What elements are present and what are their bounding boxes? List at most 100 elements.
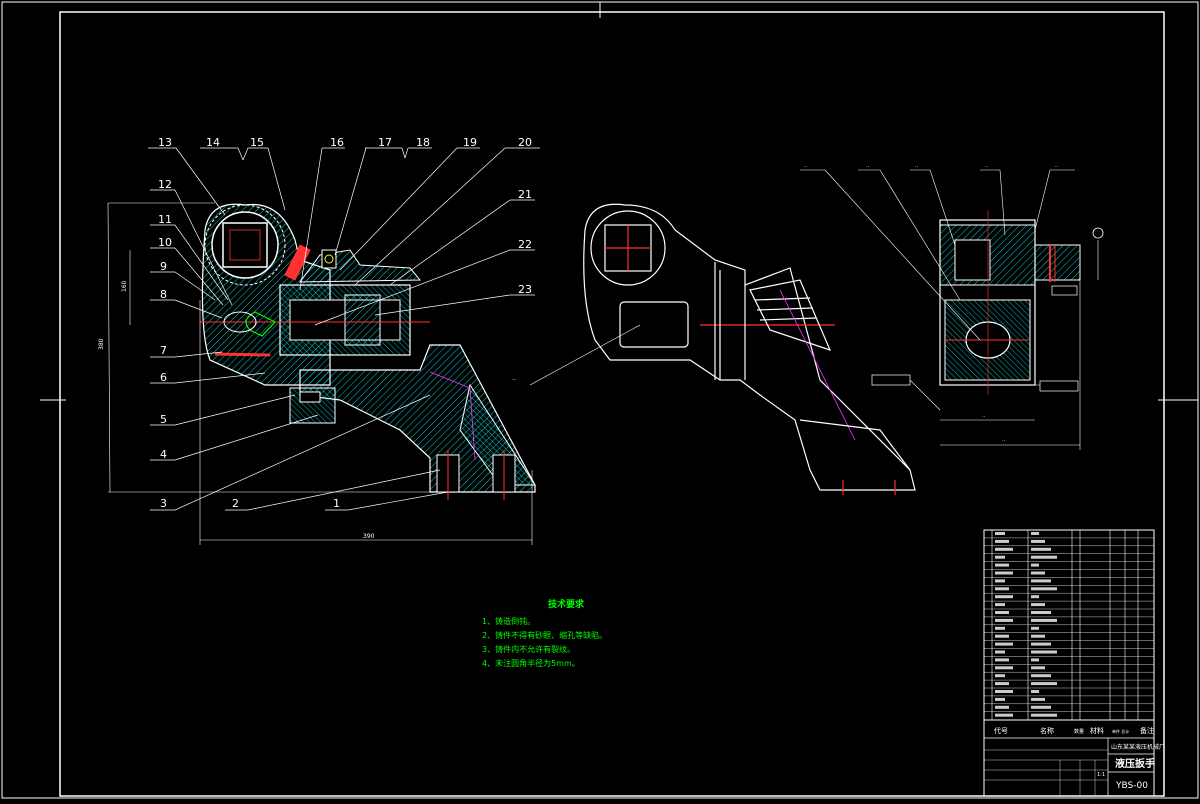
parts-row-code: [995, 674, 1005, 678]
parts-row-code: [995, 595, 1013, 599]
parts-row-code: [995, 634, 1009, 638]
balloon-left-8: 4: [160, 448, 167, 461]
svg-text:··: ··: [804, 164, 808, 170]
parts-row-name: [1031, 642, 1051, 646]
svg-text:··: ··: [915, 164, 919, 170]
side-leader-lines: [800, 169, 1075, 341]
header-name: 名称: [1040, 726, 1054, 735]
parts-row-code: [995, 547, 1013, 551]
parts-row-name: [1031, 658, 1039, 662]
exterior-view: [529, 203, 916, 495]
balloon-top-6: 19: [463, 136, 477, 149]
balloon-left-0: 12: [158, 178, 172, 191]
parts-row-name: [1031, 563, 1039, 567]
parts-row-name: [1031, 634, 1045, 638]
side-balloon-labels: ······ ····: [804, 164, 1059, 170]
parts-row-code: [995, 563, 1009, 567]
notes-title: 技术要求: [548, 598, 585, 610]
company-name: 山东某某液压机械厂: [1111, 743, 1165, 751]
balloon-left-3: 9: [160, 260, 167, 273]
header-note: 备注: [1140, 726, 1154, 735]
svg-text:··: ··: [1002, 438, 1006, 444]
balloon-bottom-2: 1: [333, 497, 340, 510]
balloon-left-7: 5: [160, 413, 167, 426]
parts-row-code: [995, 626, 1005, 630]
exterior-plate-text: ···: [636, 324, 641, 330]
parts-row-code: [995, 539, 1009, 543]
parts-row-name: [1031, 587, 1057, 591]
balloon-top-0: 13: [158, 136, 172, 149]
technical-notes: 技术要求 1、铸造倒钝。 2、铸件不得有砂眼、缩孔等缺陷。 3、铸件内不允许有裂…: [482, 598, 607, 668]
svg-text:380: 380: [98, 338, 105, 350]
drawing-name: 液压扳手: [1115, 757, 1155, 770]
parts-row-code: [995, 713, 1013, 717]
svg-text:··: ··: [982, 414, 986, 420]
parts-row-code: [995, 555, 1005, 559]
parts-row-code: [995, 587, 1009, 591]
parts-row-code: [995, 642, 1013, 646]
svg-text:390: 390: [363, 533, 375, 540]
balloon-top-1: 14: [206, 136, 220, 149]
title-block: 代号 名称 数量 材料 单件 总计 备注 山东某某液压机械厂 液压扳手 YBS-…: [983, 719, 1165, 797]
parts-row-code: [995, 666, 1013, 670]
parts-row-name: [1031, 532, 1039, 535]
parts-row-name: [1031, 705, 1051, 709]
parts-list: [983, 529, 1155, 721]
svg-text:··: ··: [866, 164, 870, 170]
parts-row-name: [1031, 547, 1051, 551]
note-item: 2、铸件不得有砂眼、缩孔等缺陷。: [482, 630, 607, 640]
parts-row-code: [995, 532, 1005, 535]
balloon-right-1: 22: [518, 238, 532, 251]
parts-row-name: [1031, 626, 1039, 630]
parts-row-code: [995, 705, 1009, 709]
parts-row-name: [1031, 713, 1057, 717]
parts-row-name: [1031, 666, 1045, 670]
svg-text:160: 160: [121, 280, 128, 292]
inner-border: [59, 11, 1165, 797]
leader-lines: [148, 147, 540, 511]
parts-row-code: [995, 658, 1009, 662]
scale: 1:1: [1097, 772, 1105, 778]
drawing-number: YBS-00: [1115, 781, 1148, 791]
parts-row-name: [1031, 697, 1045, 701]
parts-row-name: [1031, 682, 1057, 686]
note-item: 3、铸件内不允许有裂纹。: [482, 644, 575, 654]
parts-row-name: [1031, 595, 1039, 599]
parts-row-name: [1031, 611, 1051, 614]
balloon-bottom-1: 2: [232, 497, 239, 510]
side-section-view: ·· ··: [871, 210, 1104, 450]
parts-row-name: [1031, 579, 1051, 583]
balloon-left-4: 8: [160, 288, 167, 301]
parts-row-code: [995, 618, 1013, 622]
parts-row-name: [1031, 603, 1045, 607]
parts-row-name: [1031, 571, 1045, 575]
balloon-left-1: 11: [158, 213, 172, 226]
balloon-bottom-0: 3: [160, 497, 167, 510]
parts-row-name: [1031, 690, 1039, 693]
parts-row-code: [995, 571, 1013, 575]
balloon-top-3: 16: [330, 136, 344, 149]
balloon-left-2: 10: [158, 236, 172, 249]
balloon-top-5: 18: [416, 136, 430, 149]
parts-row-code: [995, 682, 1009, 686]
note-item: 1、铸造倒钝。: [482, 616, 535, 626]
header-material: 材料: [1090, 726, 1104, 735]
header-qty: 数量: [1074, 728, 1084, 735]
parts-row-code: [995, 650, 1005, 654]
parts-row-code: [995, 603, 1005, 607]
header-weight: 单件 总计: [1112, 728, 1129, 734]
exterior-balloon: ··: [512, 377, 516, 384]
svg-text:··: ··: [1055, 164, 1059, 170]
balloon-top-7: 20: [518, 136, 532, 149]
parts-row-code: [995, 611, 1009, 614]
balloon-top-2: 15: [250, 136, 264, 149]
parts-row-code: [995, 697, 1005, 701]
note-item: 4、未注圆角半径为5mm。: [482, 658, 580, 668]
balloon-labels: 13 14 15 16 17 18 19 20 21 22 23 12 11 1…: [158, 136, 532, 510]
header-code: 代号: [994, 726, 1008, 735]
parts-row-code: [995, 579, 1005, 583]
balloon-right-2: 23: [518, 283, 532, 296]
